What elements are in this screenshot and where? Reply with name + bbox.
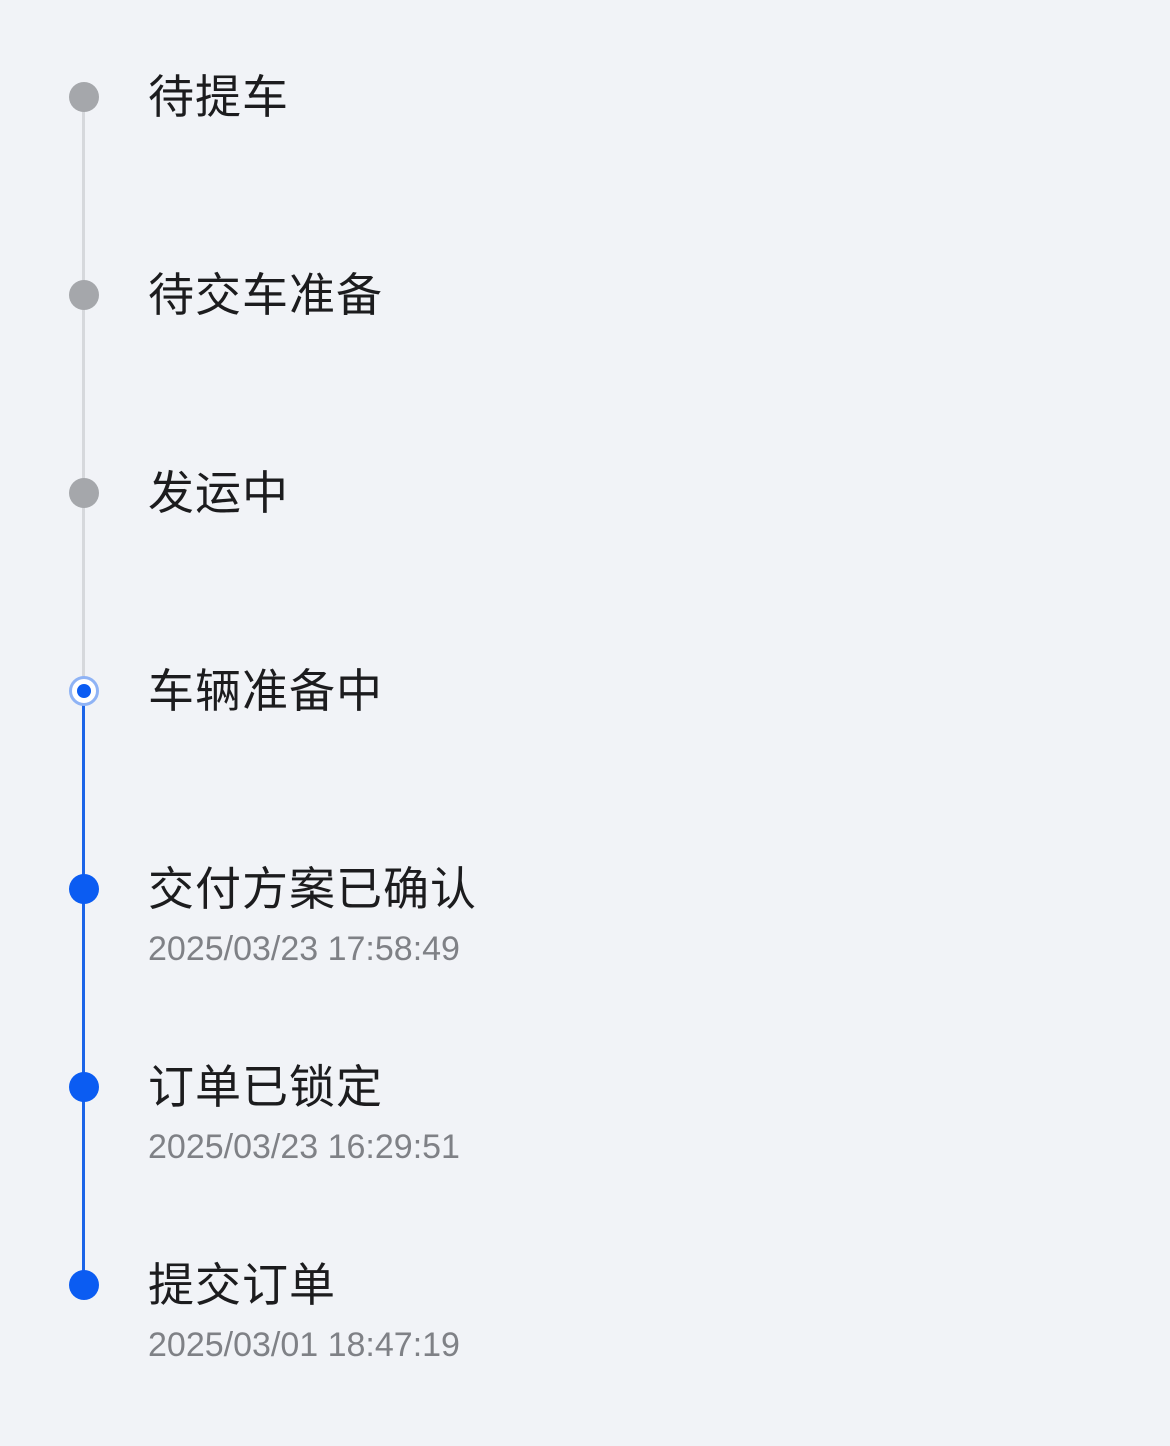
status-dot-current-icon xyxy=(69,676,99,706)
status-dot-done-icon xyxy=(69,1270,99,1300)
step-label: 待交车准备 xyxy=(148,268,383,322)
timeline-line-pending xyxy=(82,97,85,691)
status-dot-pending-icon xyxy=(69,478,99,508)
status-dot-pending-icon xyxy=(69,82,99,112)
step-label: 提交订单 xyxy=(148,1258,336,1312)
timeline-step-order-submitted: 提交订单 2025/03/01 18:47:19 xyxy=(0,1258,1170,1425)
timeline-step-in-transit: 发运中 xyxy=(0,466,1170,633)
status-dot-done-icon xyxy=(69,874,99,904)
timeline-step-delivery-prep: 待交车准备 xyxy=(0,268,1170,435)
step-timestamp: 2025/03/23 17:58:49 xyxy=(148,930,460,968)
step-label: 订单已锁定 xyxy=(148,1060,383,1114)
status-dot-pending-icon xyxy=(69,280,99,310)
status-dot-done-icon xyxy=(69,1072,99,1102)
step-label: 交付方案已确认 xyxy=(148,862,477,916)
step-label: 发运中 xyxy=(148,466,289,520)
timeline-step-order-locked: 订单已锁定 2025/03/23 16:29:51 xyxy=(0,1060,1170,1227)
timeline-step-vehicle-preparing: 车辆准备中 xyxy=(0,664,1170,831)
timeline-step-awaiting-pickup: 待提车 xyxy=(0,70,1170,237)
step-timestamp: 2025/03/01 18:47:19 xyxy=(148,1326,460,1364)
step-timestamp: 2025/03/23 16:29:51 xyxy=(148,1128,460,1166)
timeline-step-delivery-plan-confirmed: 交付方案已确认 2025/03/23 17:58:49 xyxy=(0,862,1170,1029)
timeline-line-completed xyxy=(82,691,85,1285)
step-label: 车辆准备中 xyxy=(148,664,383,718)
step-label: 待提车 xyxy=(148,70,289,124)
